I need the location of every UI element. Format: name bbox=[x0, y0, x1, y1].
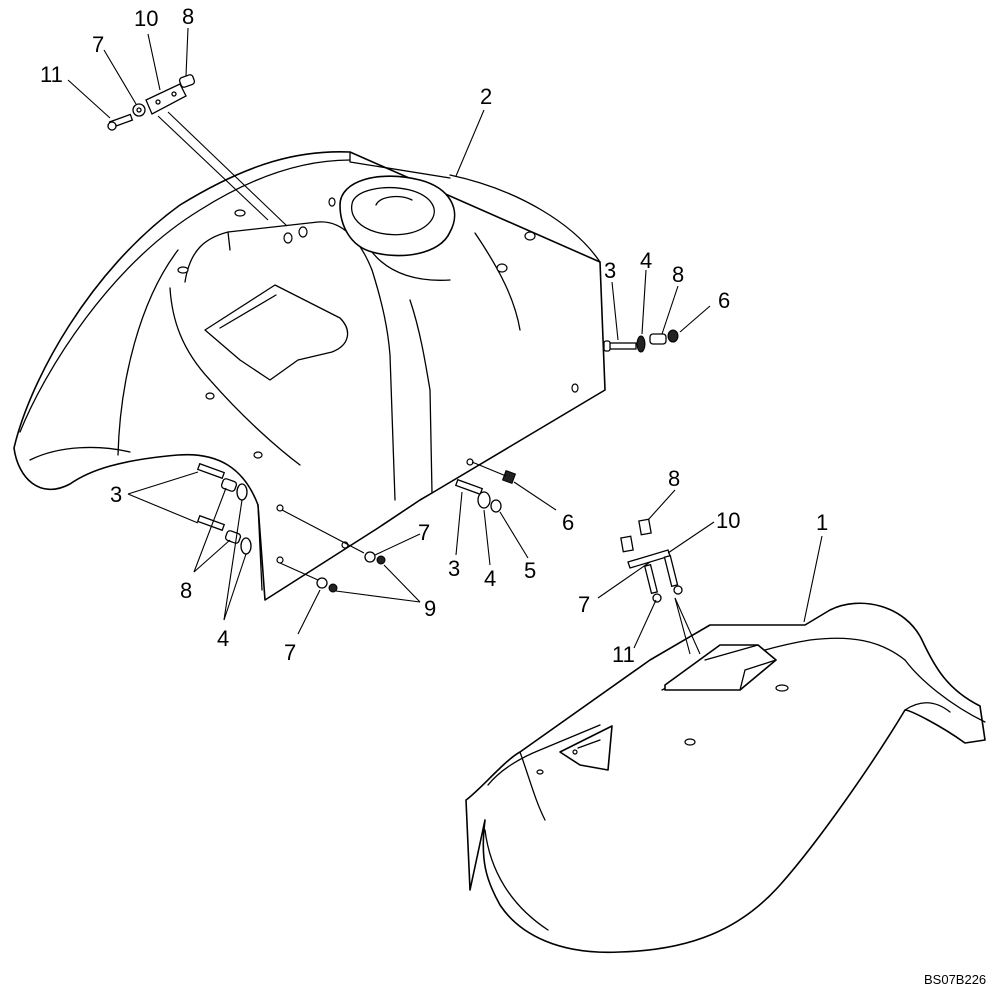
callout-labels: 11 7 10 8 2 3 4 8 6 3 8 4 7 7 9 6 3 4 5 … bbox=[40, 4, 986, 987]
callout-6: 6 bbox=[718, 288, 730, 313]
callout-8: 8 bbox=[672, 262, 684, 287]
hardware-top-left bbox=[107, 74, 196, 131]
callout-7: 7 bbox=[92, 32, 104, 57]
callout-4: 4 bbox=[217, 626, 229, 651]
callout-11: 11 bbox=[612, 642, 635, 667]
rear-fender-part-1 bbox=[465, 602, 986, 954]
callout-8: 8 bbox=[182, 4, 194, 29]
callout-7: 7 bbox=[578, 592, 590, 617]
callout-10: 10 bbox=[716, 508, 740, 533]
callout-3: 3 bbox=[604, 258, 616, 283]
callout-11: 11 bbox=[40, 62, 63, 87]
leader-lines bbox=[67, 27, 823, 655]
drawing-id: BS07B226 bbox=[924, 972, 986, 987]
callout-4: 4 bbox=[640, 248, 652, 273]
callout-5: 5 bbox=[524, 558, 536, 583]
hardware-right-upper bbox=[603, 329, 679, 353]
callout-9: 9 bbox=[424, 596, 436, 621]
callout-8: 8 bbox=[668, 466, 680, 491]
callout-7: 7 bbox=[284, 640, 296, 665]
callout-3: 3 bbox=[448, 556, 460, 581]
callout-4: 4 bbox=[484, 566, 496, 591]
callout-8: 8 bbox=[180, 578, 192, 603]
callout-1: 1 bbox=[816, 510, 828, 535]
front-fender-part-2 bbox=[13, 150, 606, 601]
callout-2: 2 bbox=[480, 84, 492, 109]
callout-3: 3 bbox=[110, 482, 122, 507]
hardware-lower-center bbox=[454, 469, 517, 513]
callout-10: 10 bbox=[134, 6, 158, 31]
callout-7: 7 bbox=[418, 520, 430, 545]
hardware-nuts bbox=[316, 551, 386, 593]
hardware-rear-fender bbox=[620, 518, 683, 603]
callout-6: 6 bbox=[562, 510, 574, 535]
